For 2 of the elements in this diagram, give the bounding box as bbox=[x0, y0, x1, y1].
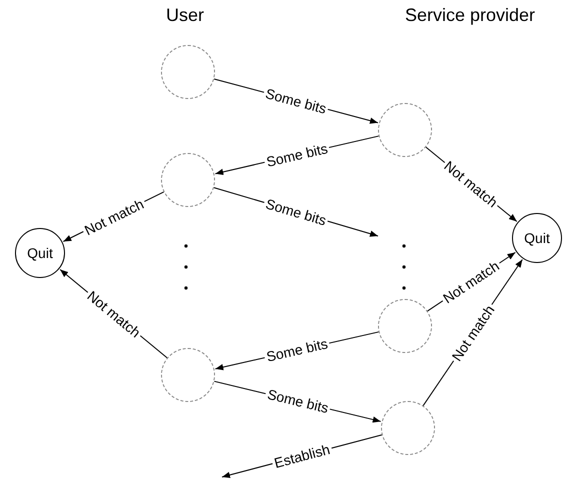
column-heading: Service provider bbox=[404, 6, 536, 24]
column-heading: User bbox=[166, 6, 204, 24]
